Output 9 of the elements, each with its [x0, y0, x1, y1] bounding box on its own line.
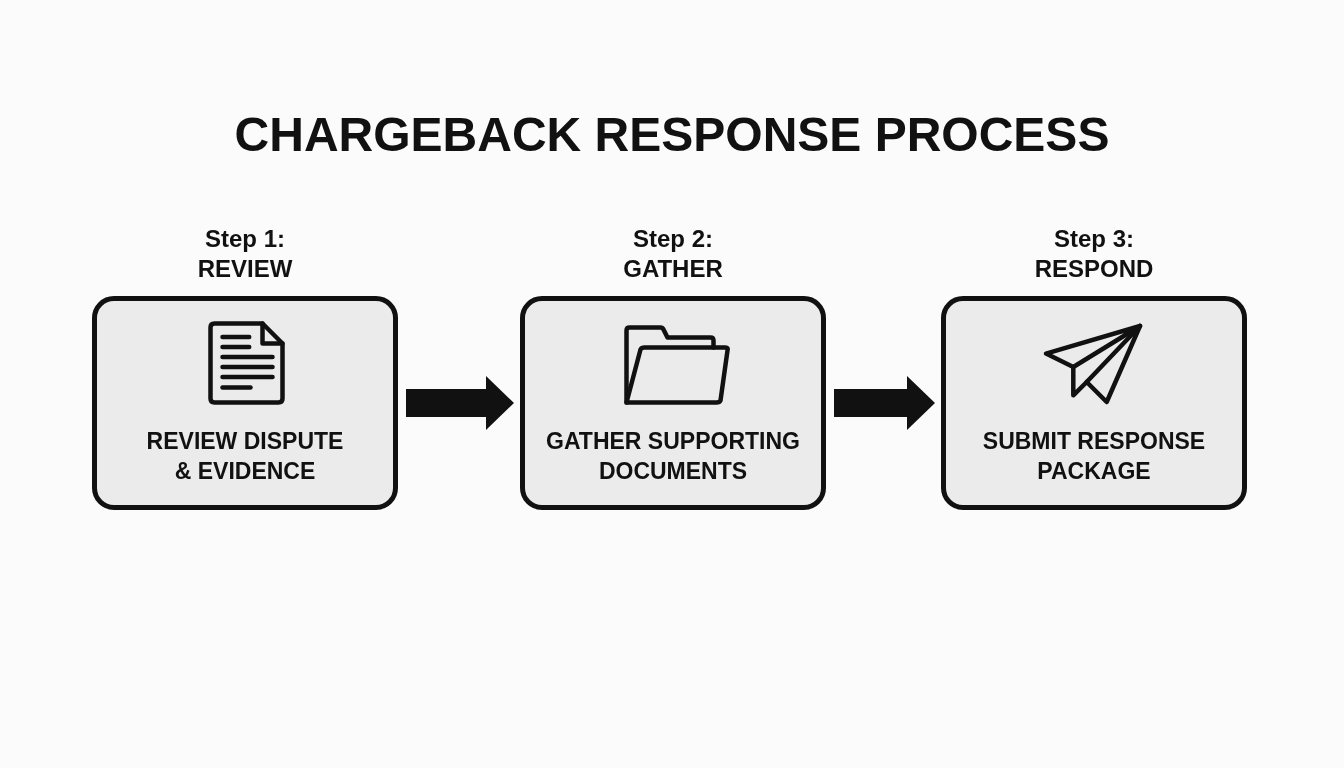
step-heading: Step 1: REVIEW — [196, 224, 294, 284]
step-label: REVIEW DISPUTE & EVIDENCE — [145, 427, 345, 486]
diagram-title: CHARGEBACK RESPONSE PROCESS — [234, 107, 1110, 163]
step-heading: Step 2: GATHER — [622, 224, 724, 284]
step-heading: Step 3: RESPOND — [1033, 224, 1155, 284]
arrow — [834, 376, 935, 430]
arrow — [406, 376, 514, 430]
step-label: GATHER SUPPORTING DOCUMENTS — [545, 427, 801, 486]
step-label: SUBMIT RESPONSE PACKAGE — [981, 427, 1207, 486]
